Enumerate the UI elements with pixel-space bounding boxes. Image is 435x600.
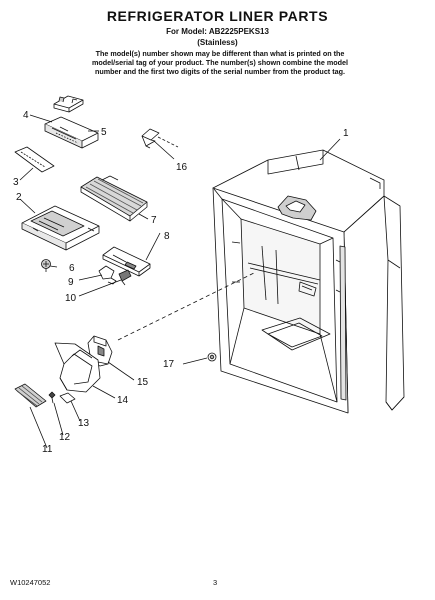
screw-part-6	[41, 259, 51, 272]
socket-bracket-part-8	[102, 246, 151, 277]
cylinder-part-16	[141, 128, 160, 149]
model-note: The model(s) number shown may be differe…	[92, 49, 348, 77]
callout-12: 12	[59, 432, 71, 443]
assembly-dashed-line	[117, 271, 257, 341]
callout-14: 14	[117, 395, 129, 406]
callout-1: 1	[343, 128, 349, 139]
lens-part-13	[59, 392, 76, 404]
callout-6: 6	[69, 263, 75, 274]
leader-lines	[19, 114, 341, 449]
liner-part-1	[212, 149, 405, 414]
grille-part-11	[14, 383, 47, 408]
page-title: REFRIGERATOR LINER PARTS	[106, 8, 329, 24]
callout-7: 7	[151, 215, 157, 226]
callout-10: 10	[65, 293, 77, 304]
callout-15: 15	[137, 377, 149, 388]
model-line: For Model: AB2225PEKS13	[166, 27, 269, 36]
light-lens-part-14	[54, 342, 101, 393]
callout-2: 2	[16, 192, 22, 203]
callout-5: 5	[101, 127, 107, 138]
callout-11: 11	[42, 444, 53, 455]
socket-part-10	[118, 269, 132, 286]
label-part-3	[14, 146, 55, 173]
callout-16: 16	[176, 162, 188, 173]
callout-3: 3	[13, 177, 19, 188]
callout-17: 17	[163, 359, 175, 370]
callout-8: 8	[164, 231, 170, 242]
light-cover-part-2	[21, 205, 100, 251]
page-number: 3	[213, 578, 218, 587]
callout-13: 13	[78, 418, 90, 429]
vent-cover-part-7	[80, 175, 148, 222]
plug-part-17	[207, 352, 217, 362]
callout-4: 4	[23, 110, 29, 121]
finish-line: (Stainless)	[197, 38, 238, 47]
bracket-part-4	[53, 95, 84, 113]
document-part-number: W10247052	[10, 578, 51, 587]
callout-9: 9	[68, 277, 74, 288]
housing-part-5	[44, 116, 99, 149]
screw-part-12	[48, 391, 56, 404]
callout-numbers: 1 2 3 4 5 6 7 8 9 10 11 12 13 14 15 16 1…	[13, 110, 349, 455]
